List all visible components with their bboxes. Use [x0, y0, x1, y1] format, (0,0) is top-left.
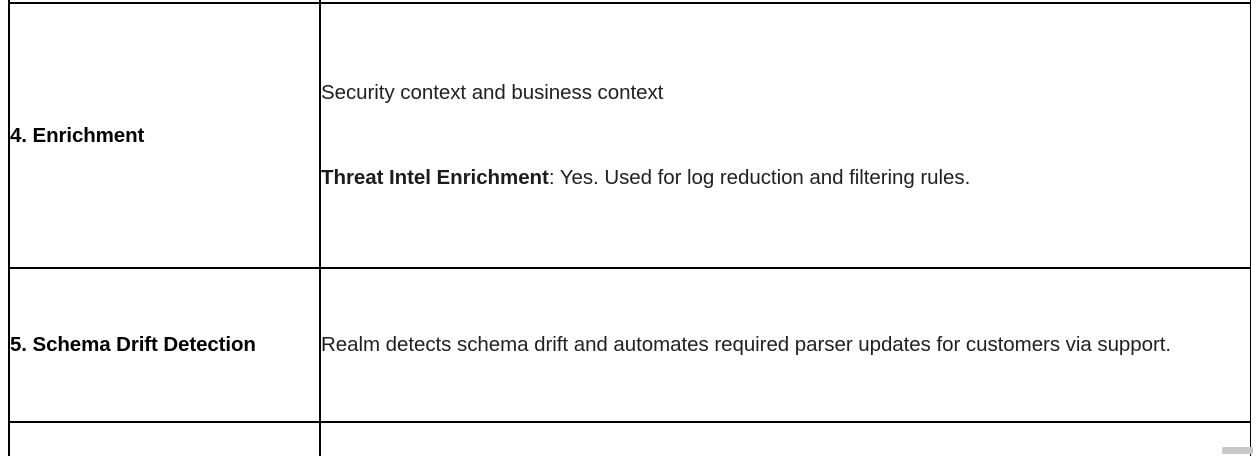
- table-scroll-viewport[interactable]: 4. Enrichment Security context and busin…: [8, 0, 1251, 456]
- paragraph-schema-drift: Realm detects schema drift and automates…: [321, 330, 1250, 361]
- paragraph-text: : Yes. Used for log reduction and filter…: [548, 165, 971, 189]
- table-body: 4. Enrichment Security context and busin…: [8, 0, 1251, 456]
- vertical-scrollbar-thumb[interactable]: [1222, 447, 1253, 454]
- paragraph-threat-intel-enrichment: Threat Intel Enrichment: Yes. Used for l…: [321, 163, 1250, 194]
- table-cell-details-clipped-above: [319, 0, 1251, 4]
- paragraph-text: Security context and business context: [321, 80, 664, 104]
- table-cell-stage-enrichment: 4. Enrichment: [8, 2, 321, 269]
- table-cell-stage-schema-drift: 5. Schema Drift Detection: [8, 267, 321, 423]
- table-cell-details-schema-drift: Realm detects schema drift and automates…: [319, 267, 1251, 423]
- paragraph-text: Realm detects schema drift and automates…: [321, 332, 1172, 356]
- table-cell-stage-clipped-above: [8, 0, 321, 4]
- table-row[interactable]: 4. Enrichment Security context and busin…: [8, 2, 1251, 269]
- paragraph-security-context: Security context and business context: [321, 78, 1250, 109]
- specification-table: 4. Enrichment Security context and busin…: [8, 0, 1251, 456]
- table-row-clipped-below: [8, 421, 1251, 456]
- table-cell-details-clipped-below: [319, 421, 1251, 456]
- paragraph-lead-label: Threat Intel Enrichment: [321, 165, 549, 189]
- table-cell-details-enrichment: Security context and business context Th…: [319, 2, 1251, 269]
- table-row[interactable]: 5. Schema Drift Detection Realm detects …: [8, 267, 1251, 423]
- table-cell-stage-clipped-below: [8, 421, 321, 456]
- table-row-clipped-above: [8, 0, 1251, 4]
